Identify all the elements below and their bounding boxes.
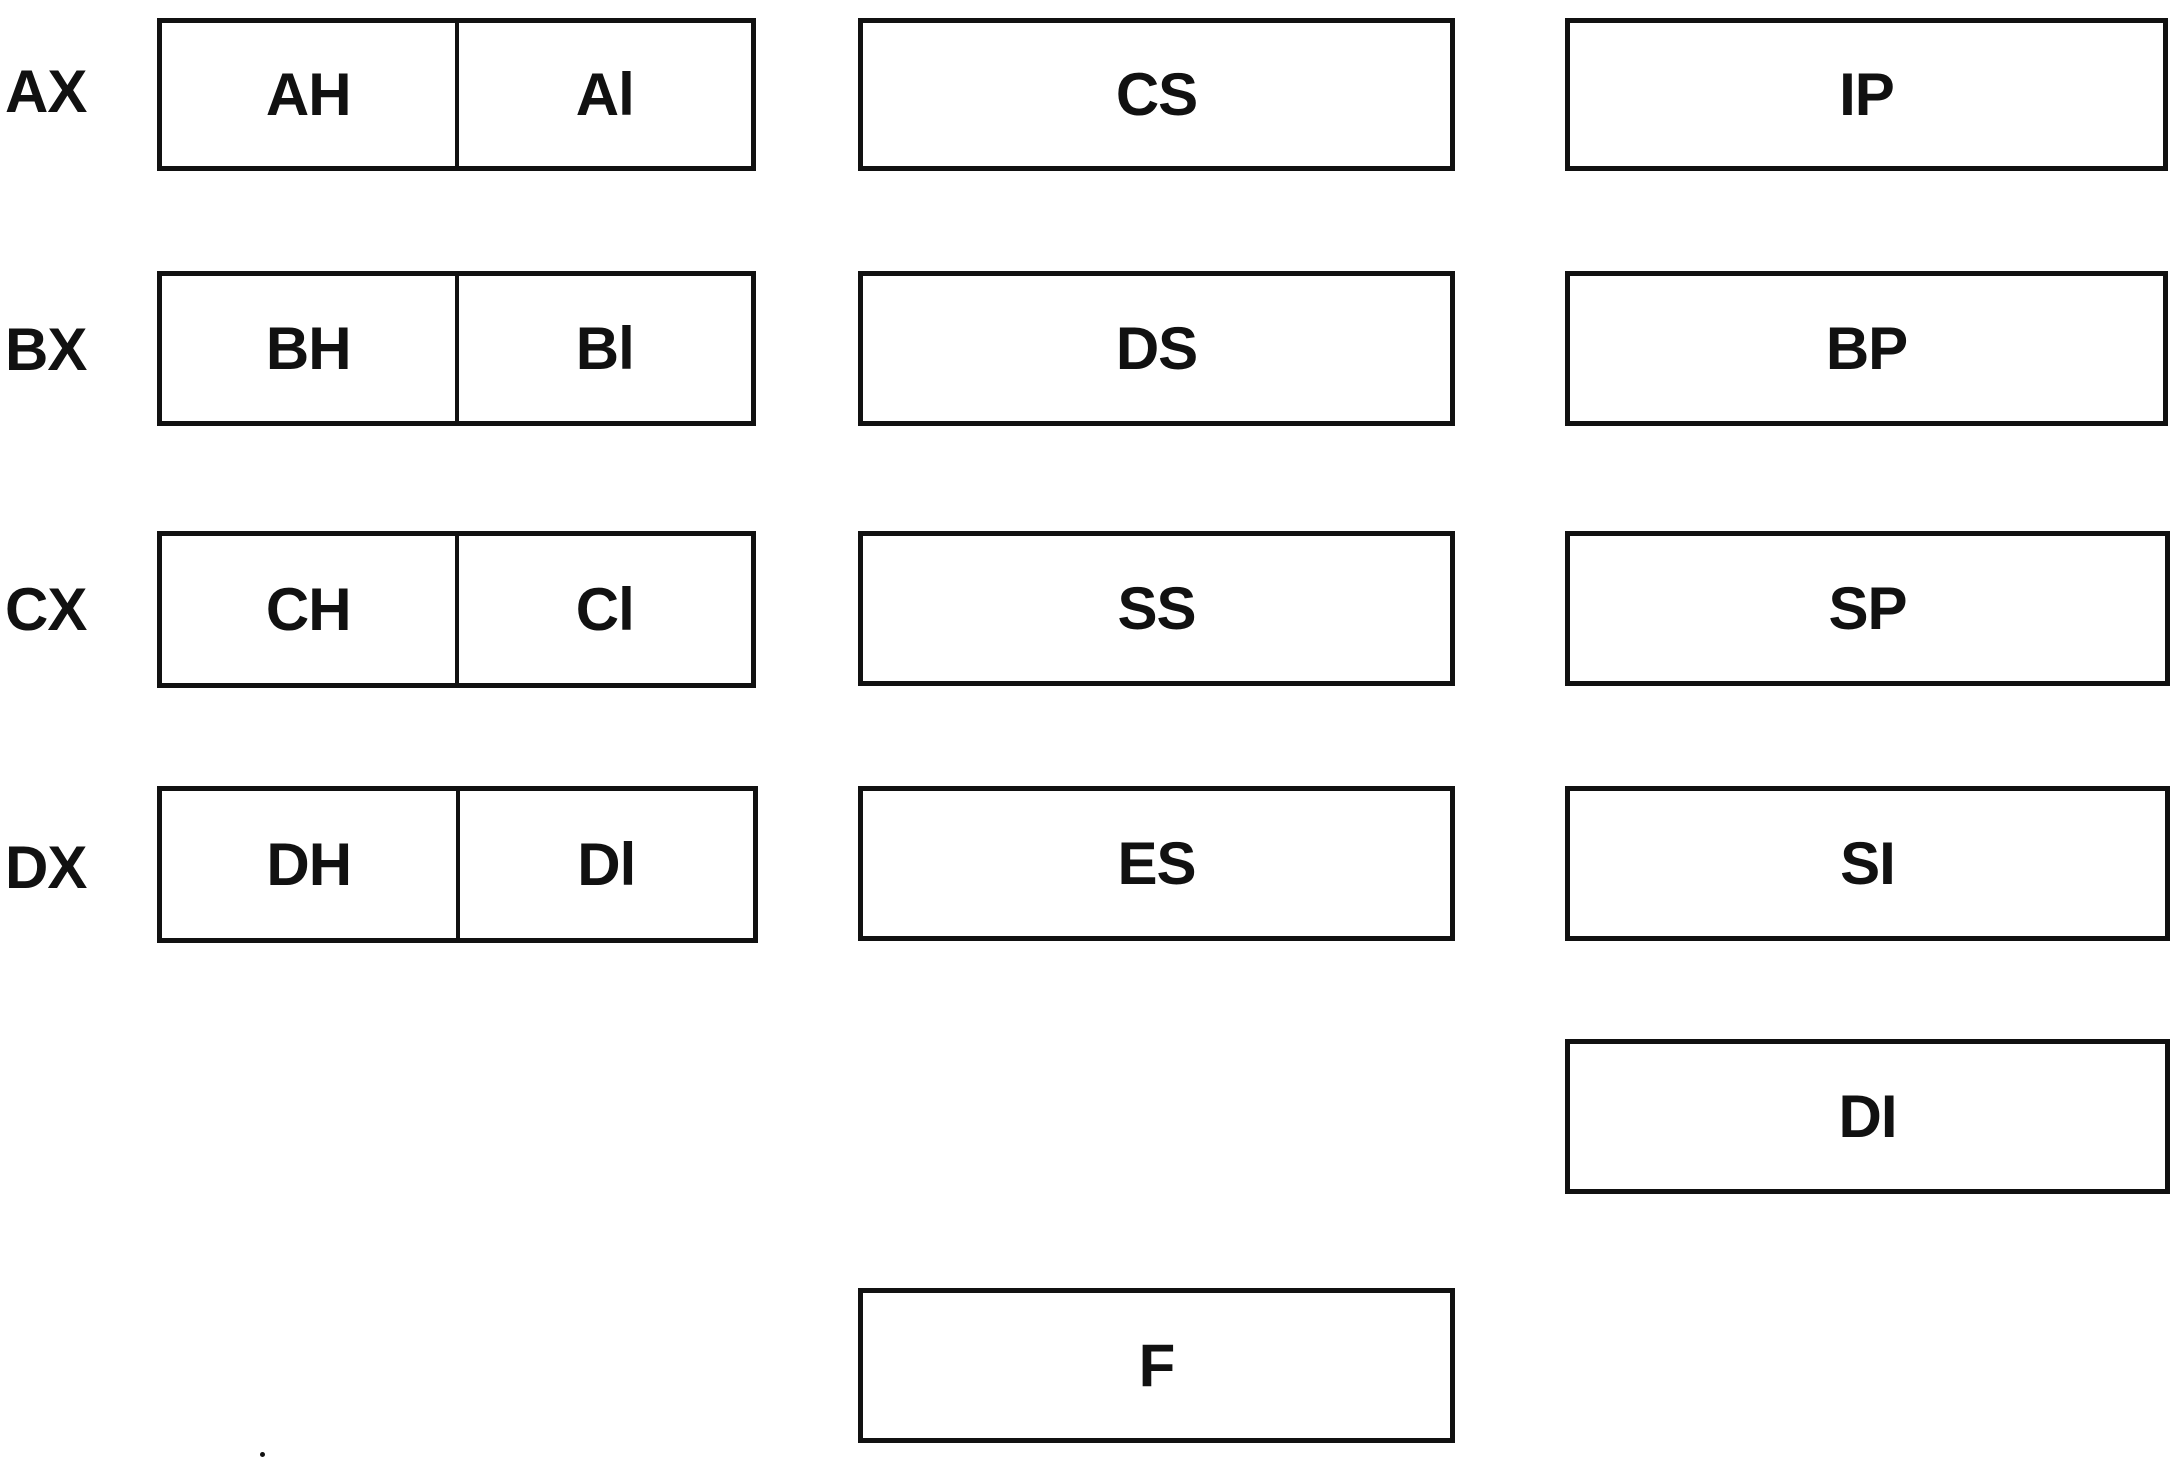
flags-register: F [858,1288,1455,1443]
register-name-ax: AX [5,58,87,125]
register-half-dl: Dl [577,830,636,898]
scan-speck [260,1452,265,1457]
pointer-register-sp: SP [1565,531,2170,686]
segment-register-ss: SS [858,531,1455,686]
register-half-bh: BH [162,276,459,421]
pointer-register-ip: IP [1565,18,2168,171]
register-name-dx: DX [5,834,87,901]
register-box-cx: CH Cl [157,531,756,688]
register-name-bx: BX [5,316,87,383]
segment-register-es: ES [858,786,1455,941]
segment-register-ds: DS [858,271,1455,426]
register-half-bl: Bl [575,314,635,382]
register-name-cx: CX [5,576,87,643]
register-half-cl: Cl [575,575,635,643]
index-register-si: SI [1565,786,2170,941]
segment-register-cs: CS [858,18,1455,171]
register-half-al: Al [575,60,635,128]
register-half-dh: DH [162,791,460,938]
register-half-ch: CH [162,536,459,683]
index-register-di: DI [1565,1039,2170,1194]
pointer-register-bp: BP [1565,271,2168,426]
register-box-ax: AH Al [157,18,756,171]
register-half-ah: AH [162,23,459,166]
register-box-bx: BH Bl [157,271,756,426]
register-box-dx: DH Dl [157,786,758,943]
